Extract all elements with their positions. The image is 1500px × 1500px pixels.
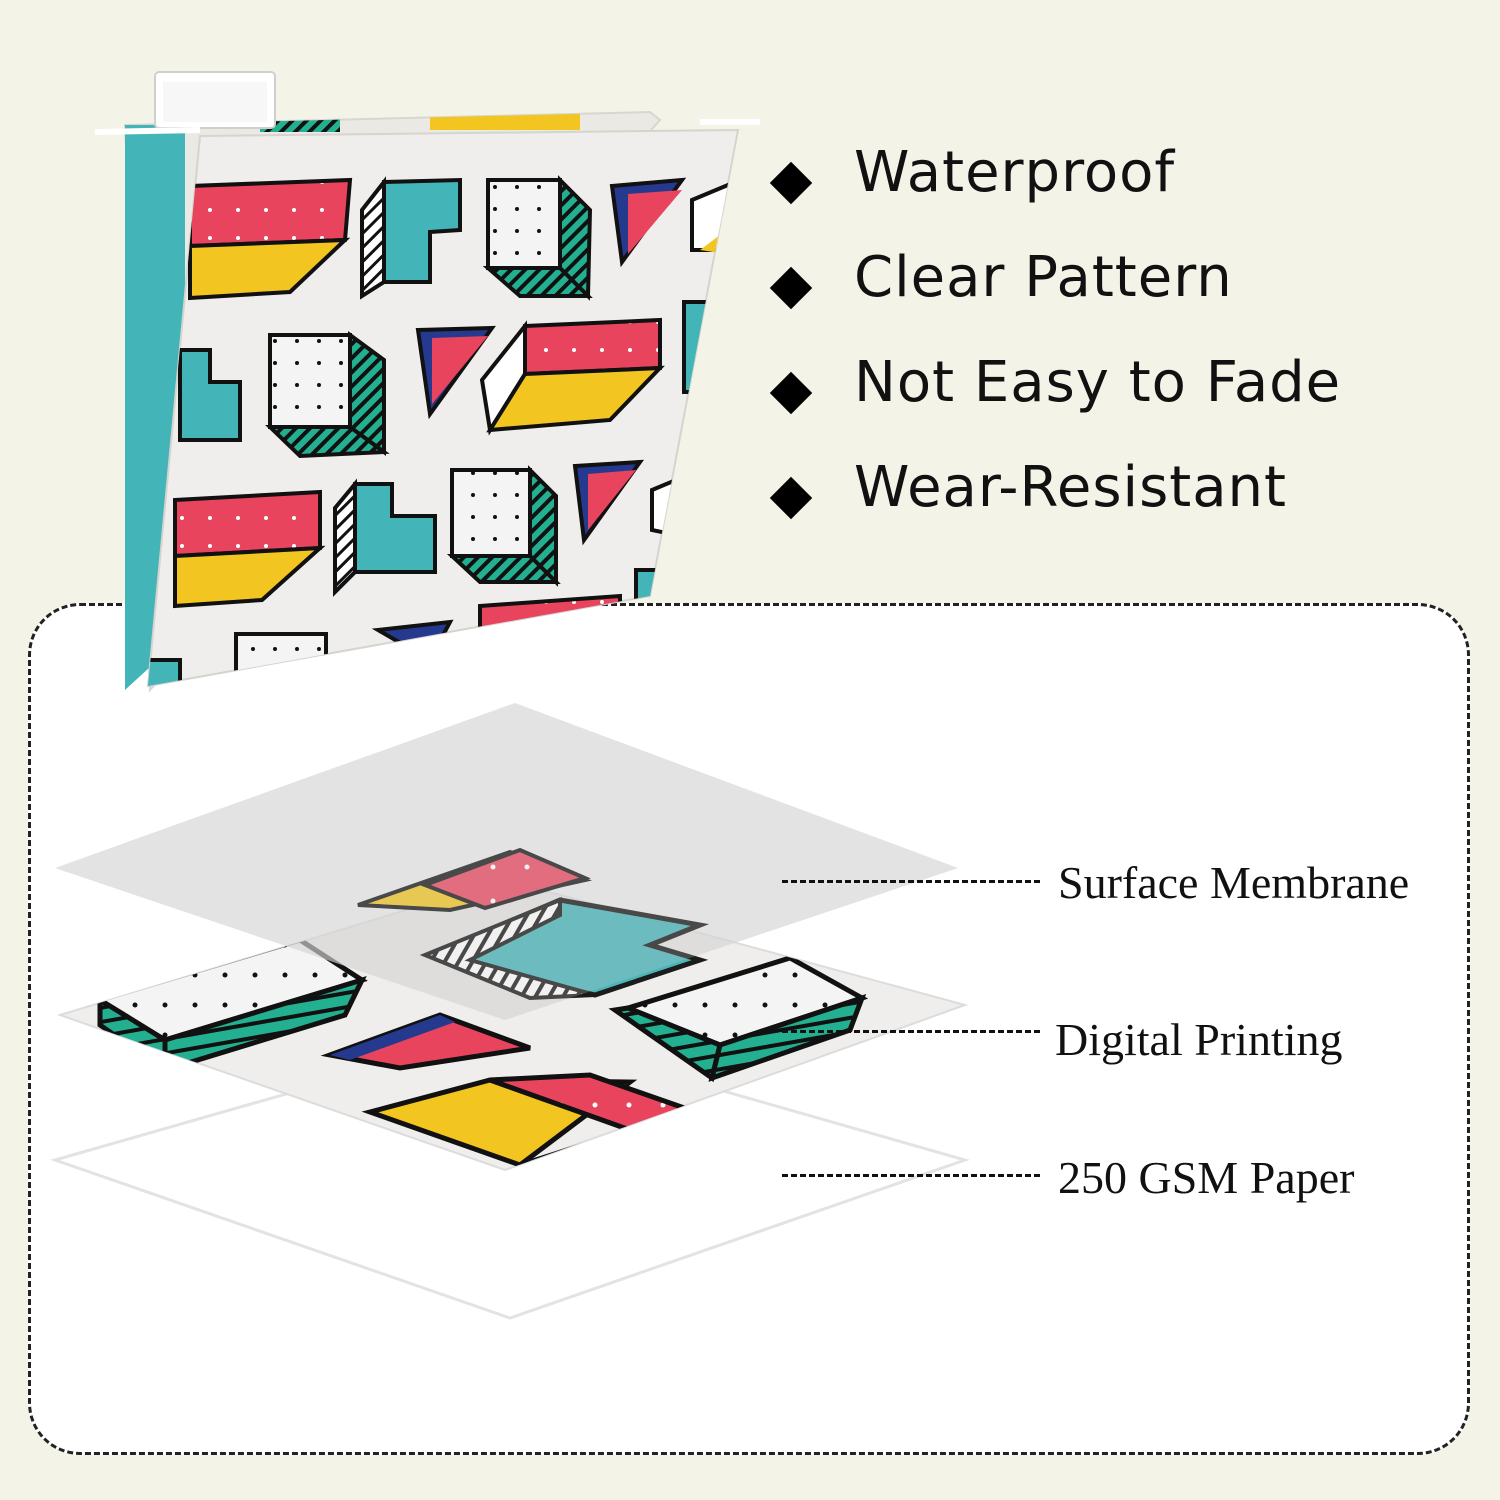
feature-item-clear-pattern: Clear Pattern <box>768 245 1488 350</box>
feature-item-wear-resistant: Wear-Resistant <box>768 455 1488 560</box>
diamond-bullet-icon <box>769 371 813 415</box>
feature-label: Clear Pattern <box>854 245 1233 310</box>
feature-item-not-easy-to-fade: Not Easy to Fade <box>768 350 1488 455</box>
paper-label: 250 GSM Paper <box>1058 1152 1355 1203</box>
paper-leader-line <box>782 1174 1040 1177</box>
surface-membrane-label: Surface Membrane <box>1058 857 1410 908</box>
diamond-bullet-icon <box>769 161 813 205</box>
diamond-bullet-icon <box>769 266 813 310</box>
diamond-bullet-icon <box>769 476 813 520</box>
membrane-layer <box>55 703 958 1020</box>
feature-label: Wear-Resistant <box>854 455 1287 520</box>
digital-printing-leader-line <box>782 1030 1040 1033</box>
surface-membrane-leader-line <box>782 880 1040 883</box>
digital-printing-label: Digital Printing <box>1055 1014 1343 1065</box>
feature-label: Waterproof <box>854 140 1176 205</box>
feature-label: Not Easy to Fade <box>854 350 1342 415</box>
feature-list: Waterproof Clear Pattern Not Easy to Fad… <box>768 140 1488 560</box>
feature-item-waterproof: Waterproof <box>768 140 1488 245</box>
